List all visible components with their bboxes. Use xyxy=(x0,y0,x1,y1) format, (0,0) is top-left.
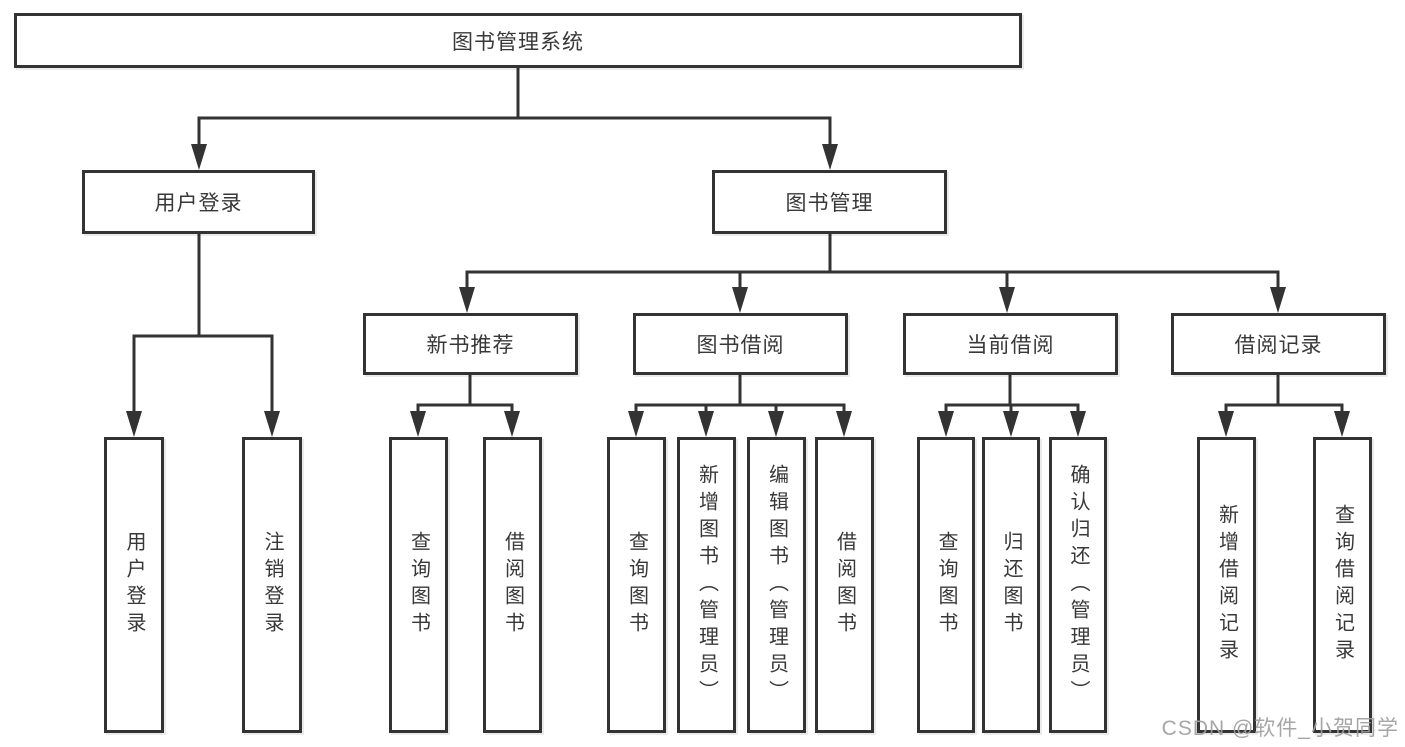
arrow-down-icon xyxy=(191,144,207,170)
node-library-management-system: 图书管理系统 xyxy=(14,13,1022,68)
csdn-watermark: CSDN @软件_小贺同学 xyxy=(1161,717,1399,740)
arrow-down-icon xyxy=(698,411,714,437)
leaf-borrow-add-book-admin: 新增图书（管理员） xyxy=(677,437,736,733)
leaf-current-confirm-return-admin: 确认归还（管理员） xyxy=(1049,437,1107,733)
node-user-login: 用户登录 xyxy=(82,170,315,234)
arrow-down-icon xyxy=(1003,411,1019,437)
node-new-book-recommend: 新书推荐 xyxy=(363,313,578,375)
leaf-user-login: 用户登录 xyxy=(104,437,164,733)
leaf-current-return-book: 归还图书 xyxy=(982,437,1040,733)
connector-paths xyxy=(132,66,1344,417)
leaf-borrow-borrow-book: 借阅图书 xyxy=(815,437,874,733)
leaf-borrow-edit-book-admin: 编辑图书（管理员） xyxy=(747,437,806,733)
leaf-newbook-query-book: 查询图书 xyxy=(389,437,448,733)
node-book-management: 图书管理 xyxy=(712,170,947,234)
node-book-borrow: 图书借阅 xyxy=(633,313,848,375)
node-current-borrow: 当前借阅 xyxy=(903,313,1118,375)
leaf-logout: 注销登录 xyxy=(242,437,302,733)
arrow-down-icon xyxy=(628,411,644,437)
leaf-current-query-book: 查询图书 xyxy=(917,437,975,733)
arrow-down-icon xyxy=(1218,411,1234,437)
arrow-down-icon xyxy=(459,287,475,313)
arrow-down-icon xyxy=(126,411,142,437)
arrow-down-icon xyxy=(410,411,426,437)
arrow-down-icon xyxy=(836,411,852,437)
arrow-down-icon xyxy=(1070,411,1086,437)
node-borrow-record: 借阅记录 xyxy=(1171,313,1386,375)
arrow-down-icon xyxy=(999,287,1015,313)
arrow-down-icon xyxy=(732,287,748,313)
arrow-down-icon xyxy=(768,411,784,437)
arrow-down-icon xyxy=(1334,411,1350,437)
arrow-down-icon xyxy=(1270,287,1286,313)
arrowheads xyxy=(126,144,1350,437)
leaf-newbook-borrow-book: 借阅图书 xyxy=(483,437,542,733)
leaf-record-query: 查询借阅记录 xyxy=(1313,437,1372,733)
arrow-down-icon xyxy=(264,411,280,437)
arrow-down-icon xyxy=(504,411,520,437)
arrow-down-icon xyxy=(822,144,838,170)
arrow-down-icon xyxy=(938,411,954,437)
leaf-borrow-query-book: 查询图书 xyxy=(607,437,666,733)
leaf-record-add: 新增借阅记录 xyxy=(1197,437,1256,733)
